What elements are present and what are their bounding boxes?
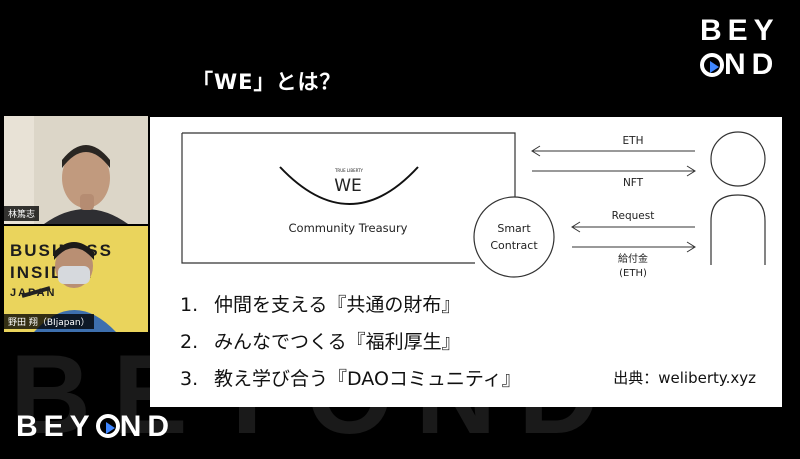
brand-logo-line2-text: ND xyxy=(724,48,780,81)
footer-logo-suffix: ND xyxy=(119,410,176,443)
arrow-reward-label-1: 給付金 xyxy=(618,252,648,265)
contract-label-1: Smart xyxy=(497,222,531,235)
person-icon xyxy=(710,131,766,265)
list-item: 1.仲間を支える『共通の財布』 xyxy=(180,294,461,316)
arrow-reward-label-2: (ETH) xyxy=(619,268,647,279)
brand-logo-line2: ND xyxy=(700,48,792,82)
source-label: 出典：weliberty.xyz xyxy=(613,369,756,387)
arrow-eth-label: ETH xyxy=(623,135,644,147)
slide-panel: TRUE LIBERTY WE Community Treasury Smart… xyxy=(150,117,782,407)
footer-logo-prefix: BEY xyxy=(16,410,96,443)
arrow-request-label: Request xyxy=(612,210,655,222)
brand-logo: BEY ND xyxy=(700,14,792,82)
play-icon xyxy=(95,414,120,438)
we-logo-small-text: TRUE LIBERTY xyxy=(334,168,364,173)
contract-label-2: Contract xyxy=(490,239,538,252)
dao-diagram: TRUE LIBERTY WE Community Treasury Smart… xyxy=(181,131,766,279)
smart-contract-circle xyxy=(473,196,555,278)
play-icon xyxy=(700,53,724,77)
participant-1-video xyxy=(4,116,148,224)
participant-name-tag: 野田 翔（BIjapan） xyxy=(4,314,94,329)
footer-brand-logo: BEY ND xyxy=(16,410,175,444)
participant-tile-1[interactable]: 林篤志 xyxy=(4,116,148,224)
slide-heading: 「WE」とは？ xyxy=(192,70,342,94)
slide-points-list: 1.仲間を支える『共通の財布』 2.みんなでつくる『福利厚生』 3.教え学び合う… xyxy=(180,287,521,398)
brand-logo-line1: BEY xyxy=(700,14,780,47)
participant-name-tag: 林篤志 xyxy=(4,206,40,221)
arrow-nft-label: NFT xyxy=(623,177,644,189)
we-logo-text: WE xyxy=(334,176,362,196)
treasury-label: Community Treasury xyxy=(289,221,408,235)
participant-tile-2[interactable]: BUSINESS INSIDER JAPAN 野田 翔（BIjapan） xyxy=(4,226,148,332)
treasury-box-bottom xyxy=(181,133,475,264)
we-logo-arc xyxy=(279,166,419,205)
list-item: 3.教え学び合う『DAOコミュニティ』 xyxy=(180,368,521,390)
list-item: 2.みんなでつくる『福利厚生』 xyxy=(180,331,461,353)
treasury-box-top xyxy=(182,132,516,207)
